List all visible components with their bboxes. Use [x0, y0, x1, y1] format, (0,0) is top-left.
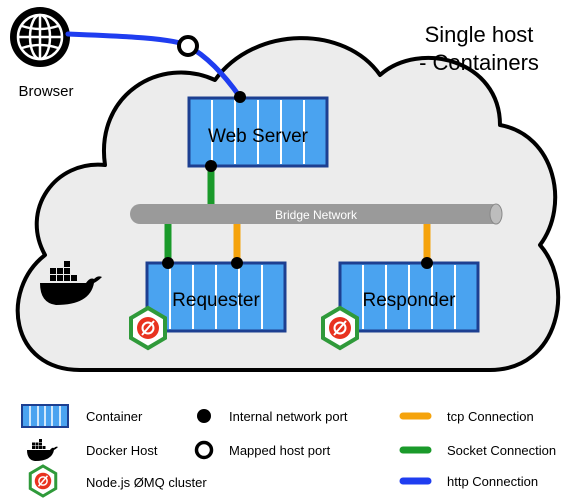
container-requester — [145, 261, 287, 333]
internal-port-web-http — [234, 91, 246, 103]
legend-internal-port: Internal network port — [229, 409, 348, 424]
docker-whale-icon — [27, 439, 58, 461]
mapped-host-port — [177, 35, 199, 57]
requester-label: Requester — [172, 290, 260, 311]
zmq-cluster-icon — [28, 464, 58, 498]
container-web-server — [187, 96, 329, 168]
zmq-cluster-icon — [321, 306, 359, 350]
web-server-label: Web Server — [208, 126, 309, 147]
legend-mapped-port: Mapped host port — [229, 443, 331, 458]
legend-container: Container — [86, 409, 143, 424]
globe-icon — [10, 7, 70, 67]
internal-port-legend-icon — [197, 409, 211, 423]
legend-nodejs-cluster: Node.js ØMQ cluster — [86, 475, 207, 490]
bridge-network — [130, 203, 503, 225]
container-responder — [338, 261, 480, 333]
internal-port-requester-socket — [162, 257, 174, 269]
mapped-port-legend-icon — [194, 440, 214, 460]
responder-label: Responder — [363, 290, 457, 311]
bridge-network-label: Bridge Network — [275, 208, 358, 222]
legend: Container Docker Host Node.js ØMQ cluste… — [21, 404, 556, 498]
internal-port-requester-tcp — [231, 257, 243, 269]
internal-port-responder-tcp — [421, 257, 433, 269]
legend-socket: Socket Connection — [447, 443, 556, 458]
zmq-cluster-icon — [129, 306, 167, 350]
title-line-1: Single host — [425, 22, 534, 47]
legend-http: http Connection — [447, 474, 538, 489]
legend-docker-host: Docker Host — [86, 443, 158, 458]
title-line-2: - Containers — [419, 50, 539, 75]
internal-port-web-socket — [205, 160, 217, 172]
container-icon — [21, 404, 69, 428]
legend-tcp: tcp Connection — [447, 409, 534, 424]
browser-label: Browser — [18, 83, 73, 100]
